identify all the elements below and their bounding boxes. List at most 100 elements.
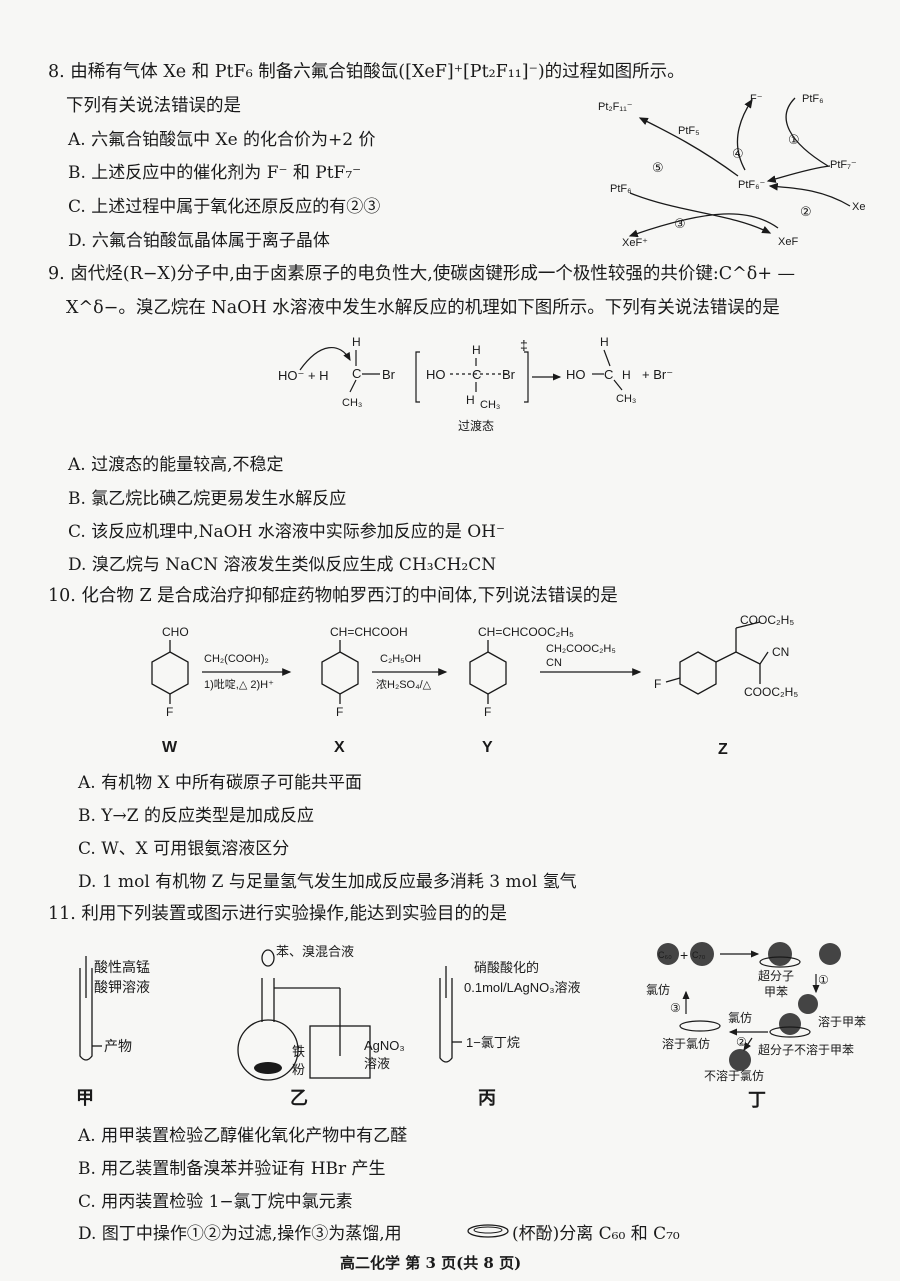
- q8-option-c: C. 上述过程中属于氧化还原反应的有②③: [68, 197, 381, 217]
- label-x: X: [334, 739, 345, 756]
- q9-option-d: D. 溴乙烷与 NaCN 溶液发生类似反应生成 CH₃CH₂CN: [68, 555, 497, 575]
- q10-option-d: D. 1 mol 有机物 Z 与足量氢气发生加成反应最多消耗 3 mol 氢气: [78, 872, 577, 892]
- q8-catalytic-cycle-diagram: Pt₂F₁₁⁻ F⁻ PtF₆ PtF₅ PtF₇⁻ PtF₆⁻ PtF₆ Xe…: [598, 93, 865, 249]
- q9-option-c: C. 该反应机理中,NaOH 水溶液中实际参加反应的是 OH⁻: [68, 522, 505, 542]
- mech-h-top: H: [352, 335, 361, 349]
- calixarene-bowl-icon: [467, 1224, 509, 1238]
- q11-diagram-ding: C₆₀ C₇₀ + 超分子 甲苯 氯仿 氯仿 溶于甲苯 溶于氯仿 超分子不溶于甲…: [646, 942, 866, 1110]
- f-minus-label: F⁻: [750, 93, 763, 105]
- bing-substrate: 1−氯丁烷: [466, 1035, 520, 1050]
- q11-option-a: A. 用甲装置检验乙醇催化氧化产物中有乙醛: [78, 1126, 408, 1146]
- q11-option-c: C. 用丙装置检验 1−氯丁烷中氯元素: [78, 1192, 353, 1212]
- mech-hydroxide: HO⁻ + H: [278, 368, 329, 383]
- jia-label: 甲: [76, 1088, 94, 1108]
- reagent-1-bottom: 1)吡啶,△ 2)H⁺: [204, 677, 274, 691]
- ding-step-1: ①: [818, 973, 829, 987]
- q10-option-b: B. Y→Z 的反应类型是加成反应: [78, 806, 314, 826]
- ding-c70: C₇₀: [692, 950, 706, 960]
- ptf5-label: PtF₅: [678, 125, 700, 137]
- q11-apparatus-jia: 酸性高锰 酸钾溶液 产物 甲: [76, 956, 150, 1108]
- step-4-marker: ④: [732, 146, 744, 161]
- q8-option-d: D. 六氟合铂酸氙晶体属于离子晶体: [68, 231, 330, 251]
- ding-soluble-toluene: 溶于甲苯: [818, 1014, 866, 1029]
- y-substituent: CH=CHCOOC₂H₅: [478, 625, 574, 639]
- jia-reagent-line2: 酸钾溶液: [94, 979, 150, 995]
- ts-hydroxyl: HO: [426, 367, 446, 382]
- q11-stem: 11. 利用下列装置或图示进行实验操作,能达到实验目的的是: [48, 904, 507, 924]
- ding-c60: C₆₀: [658, 950, 672, 960]
- transition-state-label: 过渡态: [458, 418, 494, 433]
- z-fluorine: F: [654, 677, 661, 691]
- w-fluorine: F: [166, 705, 173, 719]
- mech-bromine: Br: [382, 367, 396, 382]
- bing-label: 丙: [478, 1088, 496, 1108]
- xef-label: XeF: [778, 236, 798, 248]
- yi-label: 乙: [290, 1088, 308, 1108]
- reagent-1-top: CH₂(COOH)₂: [204, 653, 269, 665]
- ts-h-bottom: H: [466, 393, 475, 407]
- yi-iron-line2: 粉: [292, 1062, 305, 1077]
- ding-label: 丁: [748, 1090, 766, 1110]
- yi-agno3: AgNO₃: [364, 1038, 405, 1053]
- label-w: W: [162, 739, 178, 756]
- y-fluorine: F: [484, 705, 491, 719]
- ding-chloroform-left: 氯仿: [646, 983, 670, 997]
- q11-apparatus-bing: 硝酸酸化的 0.1mol/LAgNO₃溶液 1−氯丁烷 丙: [439, 960, 581, 1108]
- label-y: Y: [482, 739, 493, 756]
- q9-stem-line2: X^δ−。溴乙烷在 NaOH 水溶液中发生水解反应的机理如下图所示。下列有关说法…: [66, 298, 780, 318]
- q10-option-a: A. 有机物 X 中所有碳原子可能共平面: [78, 773, 362, 793]
- yi-mixture-label: 苯、溴混合液: [276, 944, 354, 959]
- ptf6-top-label: PtF₆: [802, 93, 824, 105]
- step-2-marker: ②: [800, 204, 812, 219]
- q8-option-a: A. 六氟合铂酸氙中 Xe 的化合价为+2 价: [68, 130, 376, 150]
- jia-product: 产物: [104, 1038, 132, 1054]
- step-5-marker: ⑤: [652, 160, 664, 175]
- q8-stem: 8. 由稀有气体 Xe 和 PtF₆ 制备六氟合铂酸氙([XeF]⁺[Pt₂F₁…: [48, 62, 685, 82]
- ts-bromine: Br: [502, 367, 516, 382]
- bing-reagent-line2: 0.1mol/LAgNO₃溶液: [464, 980, 581, 995]
- ts-dagger: ‡: [520, 337, 528, 353]
- q11-option-d-tail: (杯酚)分离 C₆₀ 和 C₇₀: [512, 1224, 680, 1244]
- reagent-2-top: C₂H₅OH: [380, 653, 421, 665]
- w-aldehyde: CHO: [162, 625, 189, 639]
- z-nitrile: CN: [772, 645, 789, 659]
- ding-supramolecule: 超分子: [758, 968, 794, 983]
- q8-option-b: B. 上述反应中的催化剂为 F⁻ 和 PtF₇⁻: [68, 163, 362, 183]
- ding-plus: +: [680, 947, 688, 963]
- q10-synthesis-scheme: CHO F CH₂(COOH)₂ 1)吡啶,△ 2)H⁺ CH=CHCOOH F…: [151, 613, 798, 758]
- bing-reagent-line1: 硝酸酸化的: [474, 960, 539, 975]
- q10-stem: 10. 化合物 Z 是合成治疗抑郁症药物帕罗西汀的中间体,下列说法错误的是: [48, 586, 618, 606]
- q8-ask: 下列有关说法错误的是: [66, 96, 241, 116]
- product-hydroxyl: HO: [566, 367, 586, 382]
- ptf7-label: PtF₇⁻: [830, 159, 857, 171]
- product-h-top: H: [600, 335, 609, 349]
- z-ester-bottom: COOC₂H₅: [744, 685, 798, 699]
- q11-option-b: B. 用乙装置制备溴苯并验证有 HBr 产生: [78, 1159, 386, 1179]
- ding-supra-insoluble: 超分子不溶于甲苯: [758, 1042, 854, 1057]
- ts-h-top: H: [472, 343, 481, 357]
- reagent-2-bottom: 浓H₂SO₄/△: [376, 678, 432, 691]
- ding-step-3: ③: [670, 1001, 681, 1015]
- step-3-marker: ③: [674, 216, 686, 231]
- ts-methyl: CH₃: [480, 399, 500, 411]
- product-carbon: C: [604, 367, 613, 382]
- q9-stem-line1: 9. 卤代烃(R−X)分子中,由于卤素原子的电负性大,使碳卤键形成一个极性较强的…: [48, 264, 796, 284]
- ding-step-2: ②: [736, 1035, 747, 1049]
- q11-apparatus-yi: 苯、溴混合液 铁 粉 AgNO₃ 溶液 乙: [237, 944, 405, 1108]
- q9-mechanism-diagram: HO⁻ + H H C Br CH₃ HO C Br H H CH₃ ‡ HO …: [278, 335, 673, 433]
- mech-carbon: C: [352, 366, 361, 381]
- xef-plus-label: XeF⁺: [622, 237, 648, 249]
- ptf6-center-label: PtF₆⁻: [738, 179, 766, 191]
- x-fluorine: F: [336, 705, 343, 719]
- product-methyl: CH₃: [616, 393, 636, 405]
- ts-carbon: C: [472, 367, 481, 382]
- q9-option-b: B. 氯乙烷比碘乙烷更易发生水解反应: [68, 489, 347, 509]
- yi-solution: 溶液: [364, 1056, 390, 1071]
- q11-option-d: D. 图丁中操作①②为过滤,操作③为蒸馏,用: [78, 1224, 402, 1244]
- ding-toluene: 甲苯: [764, 985, 788, 999]
- z-ester-top: COOC₂H₅: [740, 613, 794, 627]
- ding-insoluble-chloroform: 不溶于氯仿: [704, 1068, 764, 1083]
- q9-option-a: A. 过渡态的能量较高,不稳定: [68, 455, 284, 475]
- pt2f11-label: Pt₂F₁₁⁻: [598, 101, 633, 113]
- reagent-3-nitrile: CN: [546, 657, 562, 669]
